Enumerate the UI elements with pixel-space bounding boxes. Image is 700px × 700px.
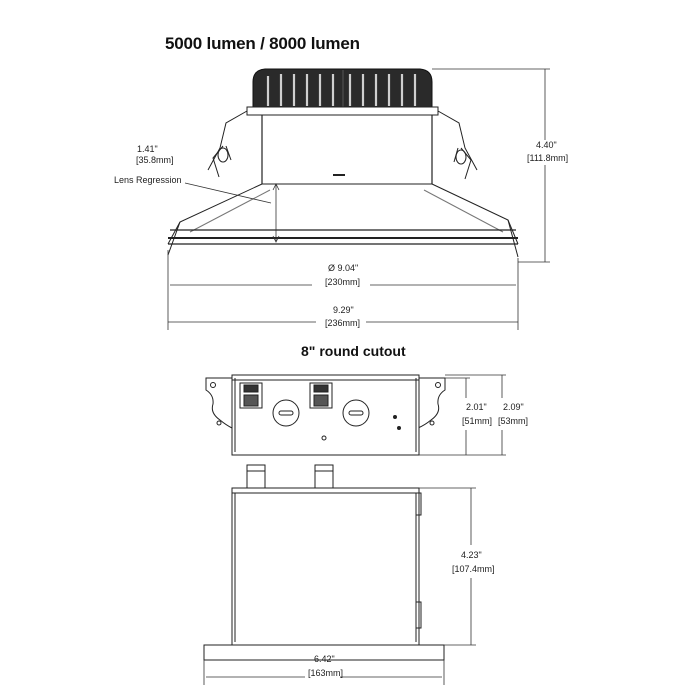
reflector-right [431,183,519,258]
mounting-plate [203,644,445,661]
left-spring [212,145,232,178]
connector-right [309,382,333,409]
height-in: 4.40" [536,140,557,150]
height-mm: [111.8mm] [527,153,568,163]
box-depth-mm: [107.4mm] [452,564,495,574]
downlight-side-view [167,68,519,258]
box-depth-dim [203,487,476,685]
left-bracket [207,110,248,171]
box-depth-in: 4.23" [461,550,482,560]
box-height-b-mm: [53mm] [498,416,528,426]
box-height-a-in: 2.01" [466,402,487,412]
height-dim [432,68,550,263]
width-dims [167,250,519,330]
top-collar [246,106,439,116]
connector-left [239,382,263,409]
knockout-left [272,399,300,427]
box-height-dims [419,374,506,456]
box-width-mm: [163mm] [308,668,343,678]
diameter-inner-mm: [230mm] [325,277,360,287]
lens-regression-mm: [35.8mm] [136,155,174,165]
lumen-title: 5000 lumen / 8000 lumen [165,34,360,53]
diameter-outer-in: 9.29" [333,305,354,315]
heat-sink [252,68,433,108]
cutout-title: 8" round cutout [301,343,406,359]
lens-regression-label: Lens Regression [114,175,182,185]
box-body [231,487,420,646]
box-width-in: 6.42" [314,654,335,664]
junction-box-side-view [205,374,446,456]
lens-regression-in: 1.41" [137,144,158,154]
lens-regression-dim [184,182,280,243]
right-spring [453,147,472,180]
knockout-right [342,399,370,427]
diameter-inner-in: Ø 9.04" [328,263,358,273]
box-height-a-mm: [51mm] [462,416,492,426]
diameter-outer-mm: [236mm] [325,318,360,328]
junction-box-top-view [203,464,445,661]
right-bracket [437,110,478,171]
box-height-b-in: 2.09" [503,402,524,412]
